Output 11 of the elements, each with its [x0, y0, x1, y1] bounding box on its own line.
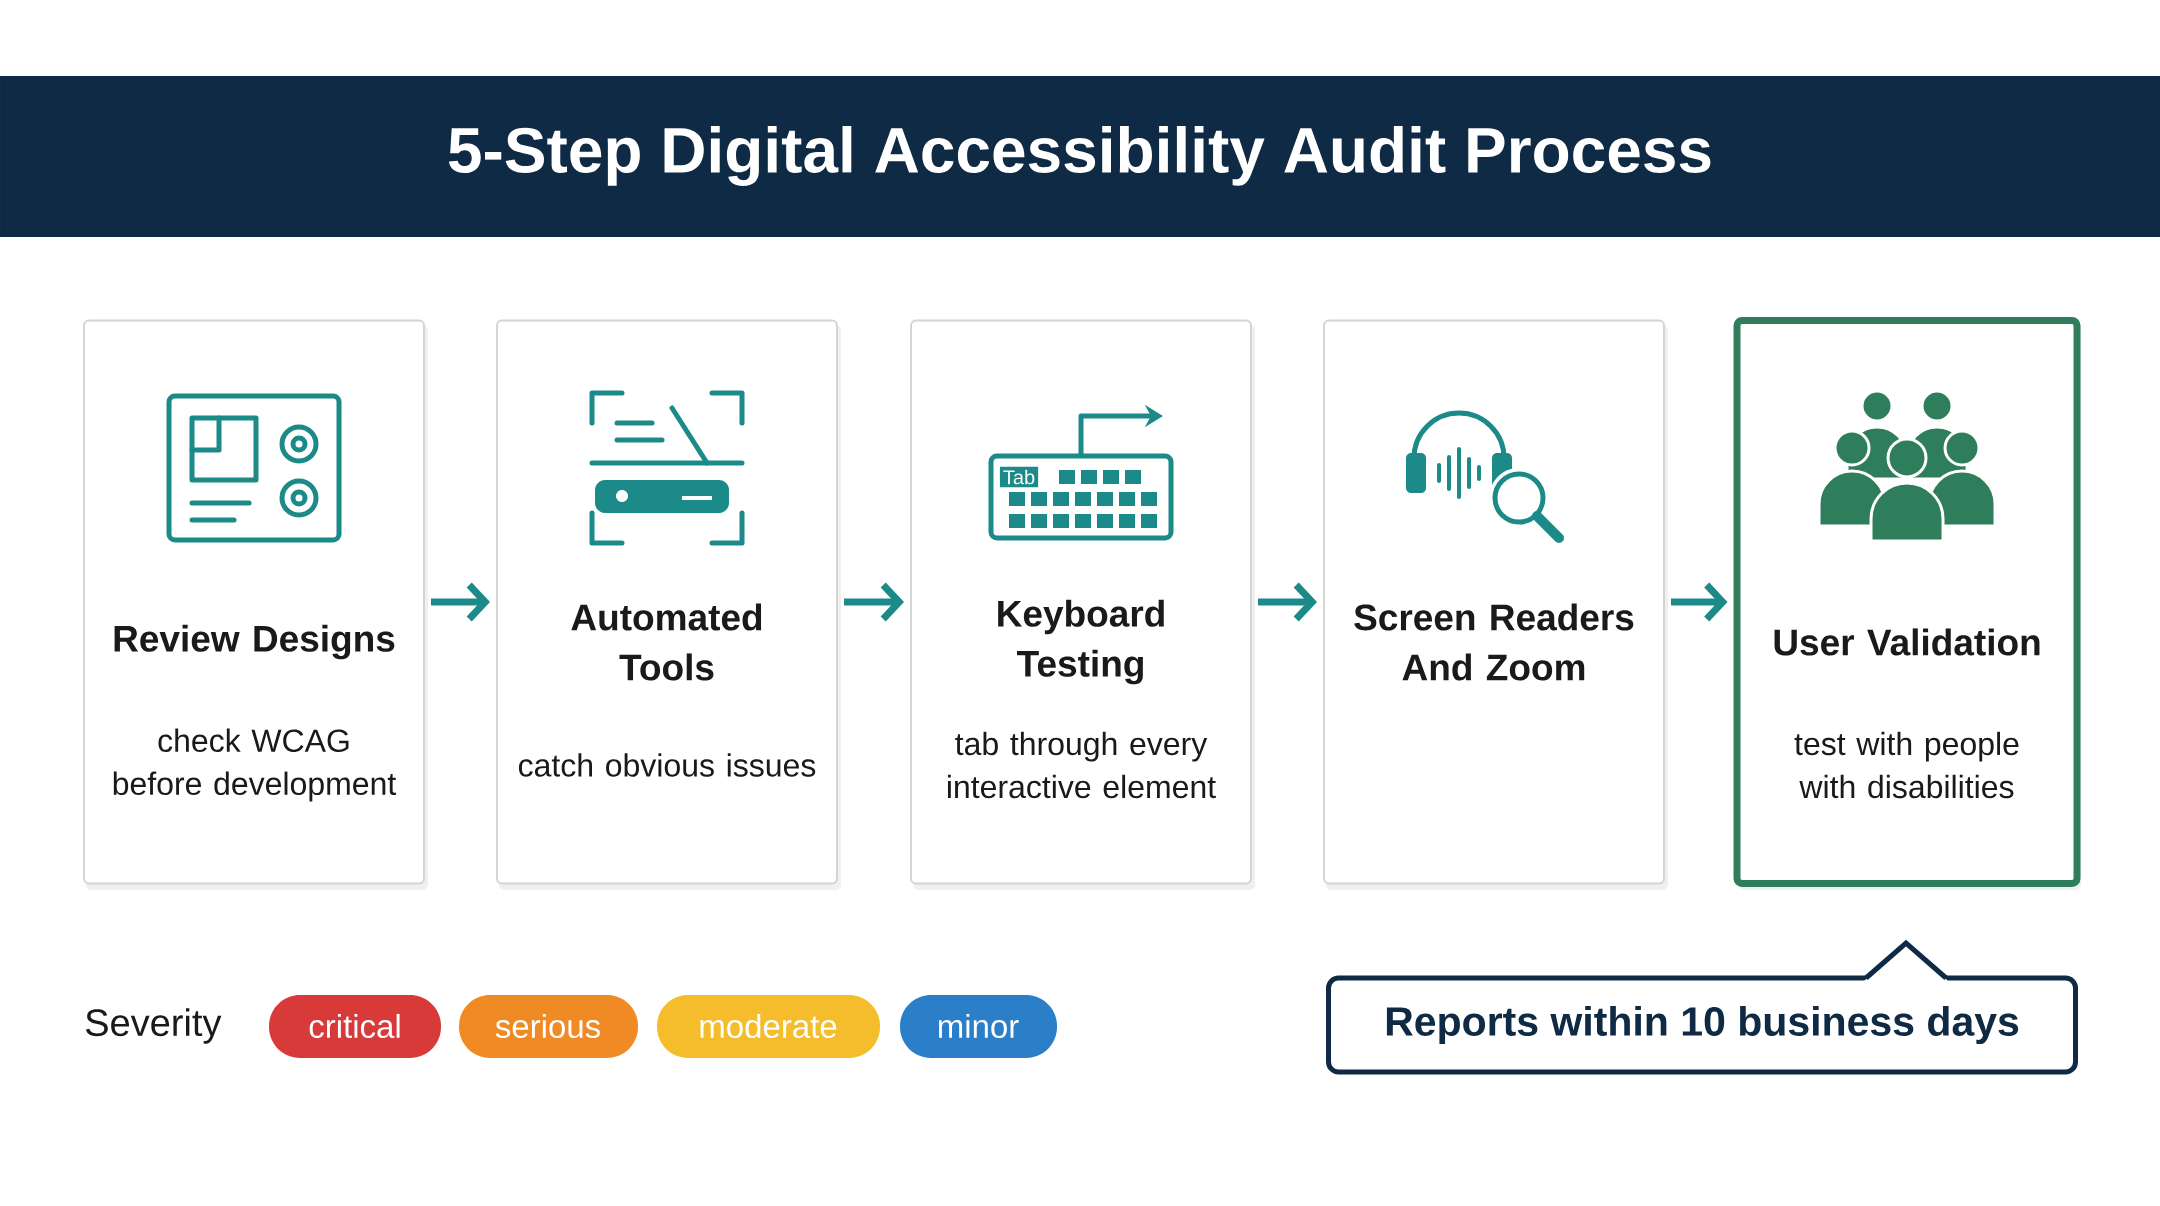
callout-box: Reports within 10 business days	[1326, 939, 2078, 1075]
step-card: Screen Readers And Zoom	[1323, 319, 1668, 890]
severity-badge: moderate	[657, 995, 880, 1058]
step-card: Review Designs check WCAG before development	[83, 319, 428, 890]
severity-badge: critical	[269, 995, 441, 1058]
severity-badge: serious	[459, 995, 638, 1058]
step-card: User Validation test with people with disabilities	[1733, 317, 2081, 890]
severity-badge: minor	[900, 995, 1057, 1058]
step-card: Automated Tools catch obvious issues	[496, 319, 841, 890]
severity-label: Severity	[85, 1008, 222, 1044]
title-banner: 5-Step Digital Accessibility Audit Process	[0, 76, 2160, 237]
